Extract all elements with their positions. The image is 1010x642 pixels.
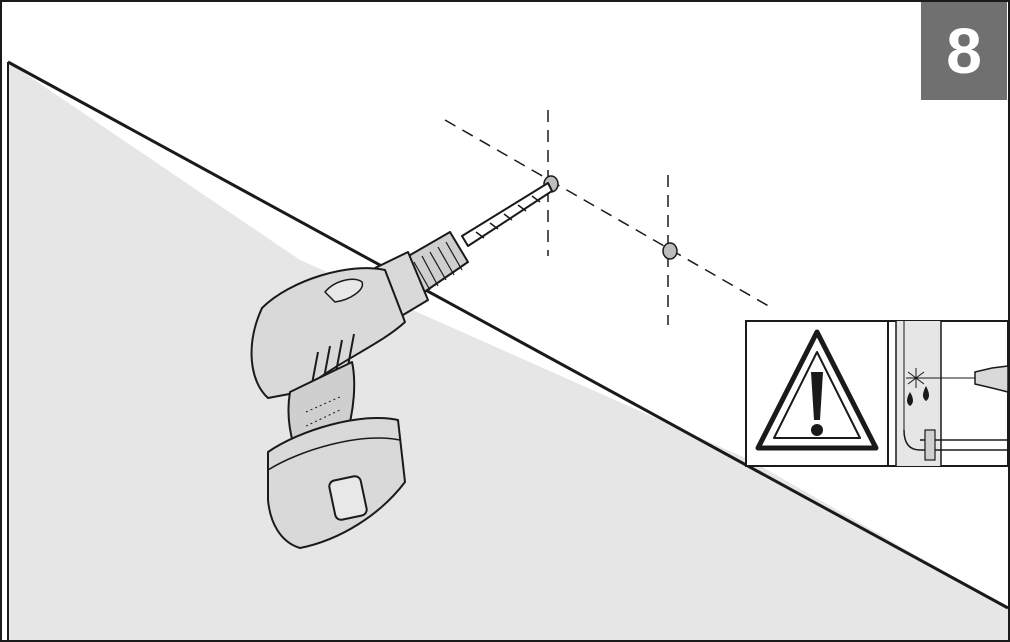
drill-vents: [311, 333, 355, 385]
drill-bit: [461, 182, 553, 247]
wall-surface: [8, 62, 1008, 640]
drill-body: [250, 267, 406, 399]
warning-triangle-icon: [755, 329, 879, 451]
drill-mark-right: [662, 242, 678, 260]
pipe-leak-icon: [895, 321, 1009, 466]
horizontal-guide-line: [444, 119, 773, 309]
step-number-badge: 8: [921, 2, 1007, 100]
wall-edge-line: [7, 60, 1009, 610]
drill-guides: [444, 110, 773, 325]
warning-inset-border: [745, 320, 1009, 467]
drill-icon: [250, 182, 553, 549]
warning-inset: [745, 320, 1009, 467]
battery-release-button: [328, 475, 368, 521]
